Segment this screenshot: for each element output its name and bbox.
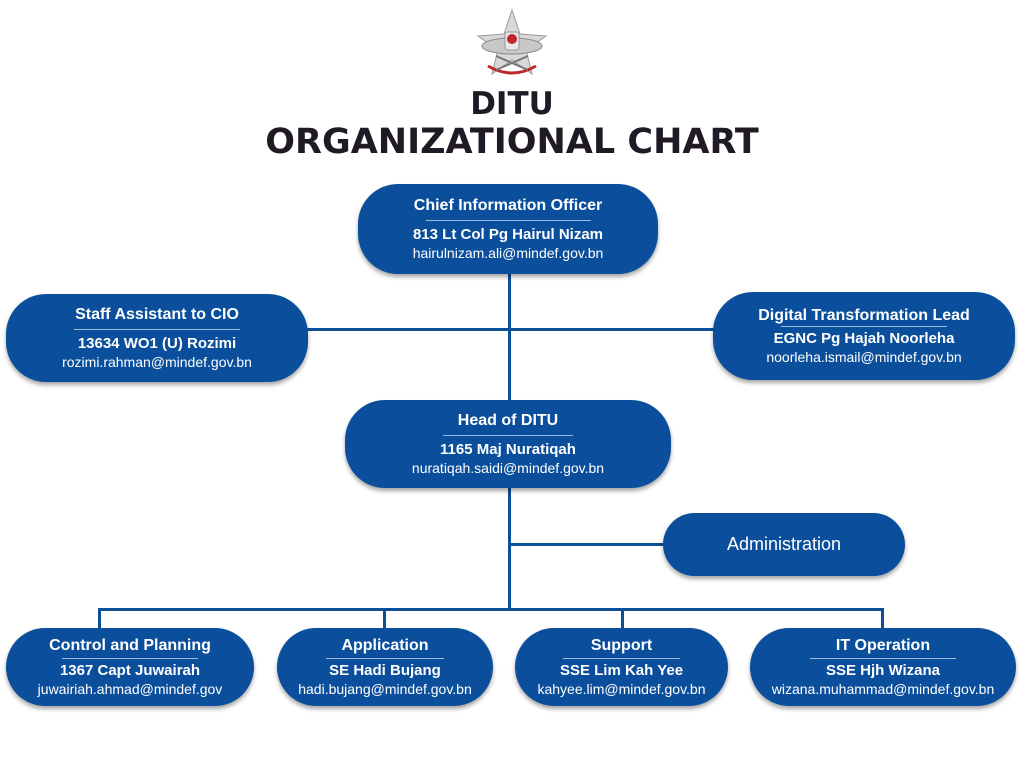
title-line-1: DITU [470,86,554,122]
node-email: wizana.muhammad@mindef.gov.bn [771,681,995,697]
node-administration: Administration [663,513,905,576]
divider [325,658,445,659]
connector-unit-2 [383,608,386,630]
connector-unit-3 [621,608,624,630]
node-chief-information-officer: Chief Information Officer 813 Lt Col Pg … [358,184,658,274]
divider [780,326,948,327]
divider [425,220,591,221]
node-staff-assistant: Staff Assistant to CIO 13634 WO1 (U) Roz… [6,294,308,382]
node-name: SSE Hjh Wizana [825,662,941,679]
node-it-operation: IT Operation SSE Hjh Wizana wizana.muham… [750,628,1016,706]
node-role: IT Operation [835,637,931,654]
crest-logo-icon [476,8,548,76]
connector-cio-to-head [508,272,511,402]
connector-staff-digital [300,328,720,331]
node-email: nuratiqah.saidi@mindef.gov.bn [411,460,605,476]
node-role: Control and Planning [49,637,211,654]
node-email: juwairiah.ahmad@mindef.gov [37,681,223,697]
connector-bus [98,608,884,611]
node-name: 1367 Capt Juwairah [59,662,201,679]
title-line-2: ORGANIZATIONAL CHART [265,122,759,162]
node-name: 13634 WO1 (U) Rozimi [77,335,237,352]
node-support: Support SSE Lim Kah Yee kahyee.lim@minde… [515,628,728,706]
divider [61,658,199,659]
node-role: Application [341,637,429,654]
connector-unit-1 [98,608,101,630]
node-role: Chief Information Officer [413,197,603,214]
connector-unit-4 [881,608,884,630]
node-email: noorleha.ismail@mindef.gov.bn [766,349,962,365]
node-email: hairulnizam.ali@mindef.gov.bn [412,245,604,261]
node-name: SE Hadi Bujang [329,662,441,679]
node-email: kahyee.lim@mindef.gov.bn [537,681,706,697]
divider [73,329,241,330]
divider [562,658,681,659]
node-role: Staff Assistant to CIO [75,306,239,323]
node-role: Digital Transformation Lead [758,307,970,324]
node-role: Support [590,637,653,654]
connector-administration [508,543,668,546]
node-name: 1165 Maj Nuratiqah [440,441,576,458]
node-digital-transformation-lead: Digital Transformation Lead EGNC Pg Haja… [713,292,1015,380]
node-name: SSE Lim Kah Yee [559,662,684,679]
node-email: hadi.bujang@mindef.gov.bn [298,681,472,697]
node-email: rozimi.rahman@mindef.gov.bn [62,354,252,370]
node-name: 813 Lt Col Pg Hairul Nizam [412,226,604,243]
node-head-of-ditu: Head of DITU 1165 Maj Nuratiqah nuratiqa… [345,400,671,488]
node-control-and-planning: Control and Planning 1367 Capt Juwairah … [6,628,254,706]
connector-head-to-bus [508,486,511,610]
divider [809,658,957,659]
divider [442,435,574,436]
node-role: Head of DITU [457,412,559,429]
node-application: Application SE Hadi Bujang hadi.bujang@m… [277,628,493,706]
node-role: Administration [726,534,842,554]
node-name: EGNC Pg Hajah Noorleha [773,330,955,347]
